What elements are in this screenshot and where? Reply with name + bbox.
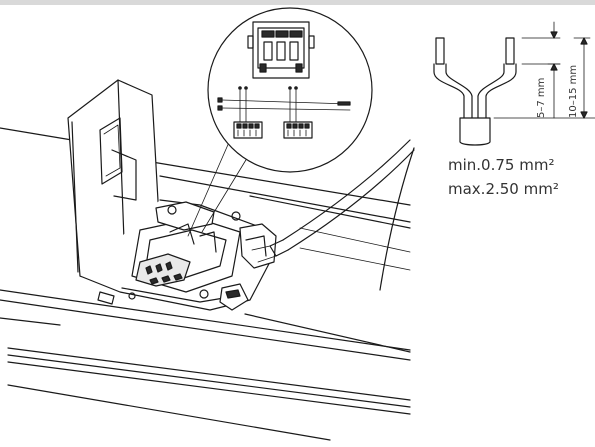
cable-sheath xyxy=(459,117,491,146)
cable-inserted xyxy=(251,139,415,263)
dim-strip-length: 5–7 mm xyxy=(536,78,547,118)
connector-base xyxy=(79,199,277,311)
magnifier xyxy=(187,7,373,237)
stripped-wire-detail: 5–7 mm 10–15 mm xyxy=(433,21,595,146)
dimension-lines xyxy=(493,21,595,119)
wiring-schematic xyxy=(217,86,351,139)
cable-right xyxy=(379,147,415,291)
min-cross-section: min.0.75 mm² xyxy=(448,156,555,174)
dim-sheath-length: 10–15 mm xyxy=(568,65,579,118)
max-cross-section: max.2.50 mm² xyxy=(448,180,559,198)
terminal-module-detail xyxy=(247,21,315,79)
rail-profile xyxy=(0,127,411,441)
conductor-left xyxy=(435,37,445,65)
conductor-right xyxy=(505,37,515,65)
top-bar xyxy=(0,0,595,5)
